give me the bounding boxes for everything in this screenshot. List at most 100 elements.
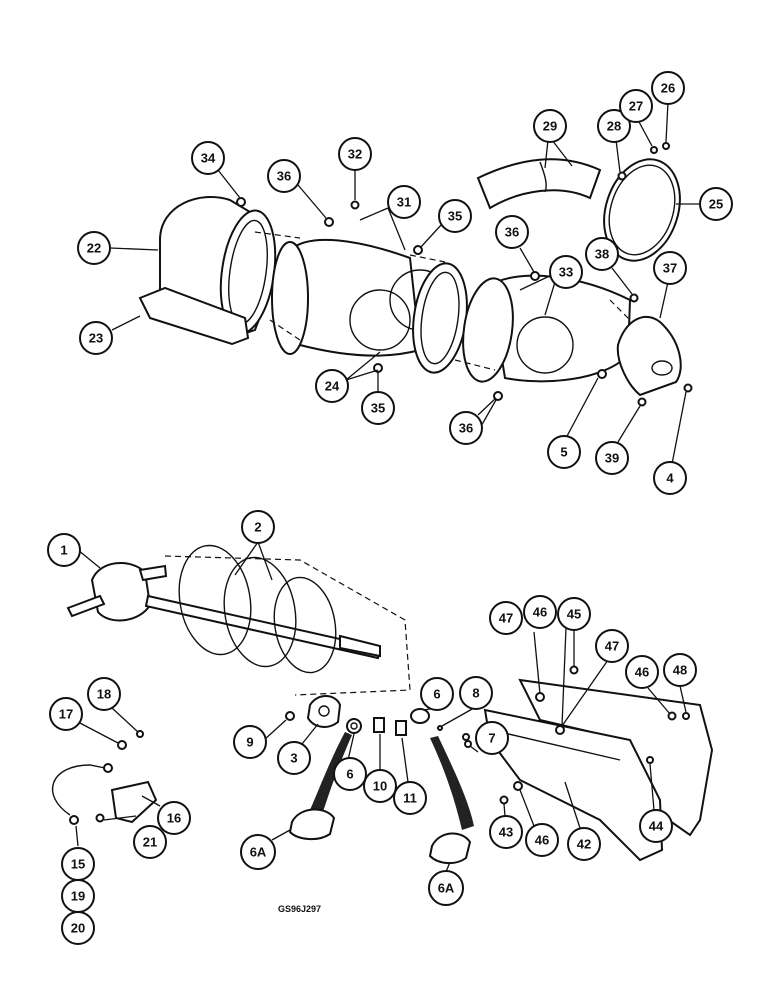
svg-text:32: 32 [348,147,362,162]
callout-46: 46 [625,655,659,689]
nut [637,397,647,407]
callout-37: 37 [653,251,687,285]
leader-lines [75,101,700,873]
collar [395,720,407,736]
callout-18: 18 [87,677,121,711]
callout-10: 10 [363,769,397,803]
bolt [236,197,246,207]
svg-text:7: 7 [488,731,495,746]
svg-text:39: 39 [605,451,619,466]
bolt [285,711,295,721]
svg-text:18: 18 [97,687,111,702]
svg-text:16: 16 [167,811,181,826]
pin [437,725,443,731]
screw [136,730,144,738]
retaining-strap-inner [608,164,676,256]
shield-split-line [539,161,547,193]
upper-hardware [236,142,693,407]
bolt [464,740,472,748]
callouts: 22 23 34 36 32 31 35 24 35 36 33 36 29 2… [47,71,733,945]
svg-text:48: 48 [673,663,687,678]
curved-shield [476,158,602,210]
svg-text:25: 25 [709,197,723,212]
svg-text:28: 28 [607,119,621,134]
svg-text:9: 9 [246,735,253,750]
svg-text:38: 38 [595,247,609,262]
callout-6: 6 [420,677,454,711]
svg-text:31: 31 [397,195,411,210]
end-cap-hole [651,360,673,376]
bearing-flange-6a [428,832,472,864]
bolt [662,142,670,150]
svg-text:23: 23 [89,331,103,346]
callout-6a: 6A [428,870,464,906]
screw [95,813,105,823]
svg-text:26: 26 [661,81,675,96]
svg-text:36: 36 [505,225,519,240]
callout-27: 27 [619,89,653,123]
assembly-line [164,555,411,696]
callout-21: 21 [133,825,167,859]
bearing-flange-6a [288,808,336,840]
callout-1: 1 [47,533,81,567]
tube-section-front-flange [271,241,309,355]
callout-5: 5 [547,435,581,469]
callout-47: 47 [595,629,629,663]
callout-47: 47 [489,601,523,635]
sensor-harness [51,730,158,825]
joint-flange-ring [412,262,468,374]
nut [324,217,334,227]
nut [682,712,690,720]
svg-text:10: 10 [373,779,387,794]
callout-43: 43 [489,815,523,849]
callout-46: 46 [525,823,559,857]
callout-32: 32 [338,137,372,171]
callout-7: 7 [475,721,509,755]
callout-24: 24 [315,369,349,403]
svg-text:47: 47 [605,639,619,654]
bolt [569,665,579,675]
svg-text:22: 22 [87,241,101,256]
callout-38: 38 [585,237,619,271]
svg-text:19: 19 [71,889,85,904]
svg-text:5: 5 [560,445,567,460]
nut [629,293,639,303]
bearing-housing-hole [318,705,330,717]
retaining-strap [603,158,681,262]
connector [103,763,113,773]
auger-flight [223,556,297,668]
wedge-pointer [310,732,352,815]
svg-text:35: 35 [371,401,385,416]
side-panels [464,665,714,862]
callout-2: 2 [241,510,275,544]
bearing-stack [285,695,474,864]
callout-36: 36 [449,411,483,445]
bolt [499,795,509,805]
svg-text:34: 34 [201,151,216,166]
svg-text:43: 43 [499,825,513,840]
connector [69,815,79,825]
nut [530,271,540,281]
panel-edge [499,731,621,761]
callout-3: 3 [277,741,311,775]
callout-36: 36 [267,159,301,193]
washer [667,711,677,721]
rear-tube-flange [462,277,514,383]
svg-text:45: 45 [567,607,581,622]
flange-plate [410,708,430,724]
callout-6a: 6A [240,834,276,870]
callout-45: 45 [557,597,591,631]
callout-35: 35 [361,391,395,425]
bearing-housing [306,695,342,728]
svg-text:3: 3 [290,751,297,766]
callout-6: 6 [333,757,367,791]
nut [617,171,627,181]
bolt [683,383,693,393]
svg-text:15: 15 [71,857,85,872]
washer [346,718,362,734]
svg-text:27: 27 [629,99,643,114]
auger-flight [178,544,252,656]
callout-31: 31 [387,185,421,219]
bolt [646,756,654,764]
callout-19: 19 [61,879,95,913]
